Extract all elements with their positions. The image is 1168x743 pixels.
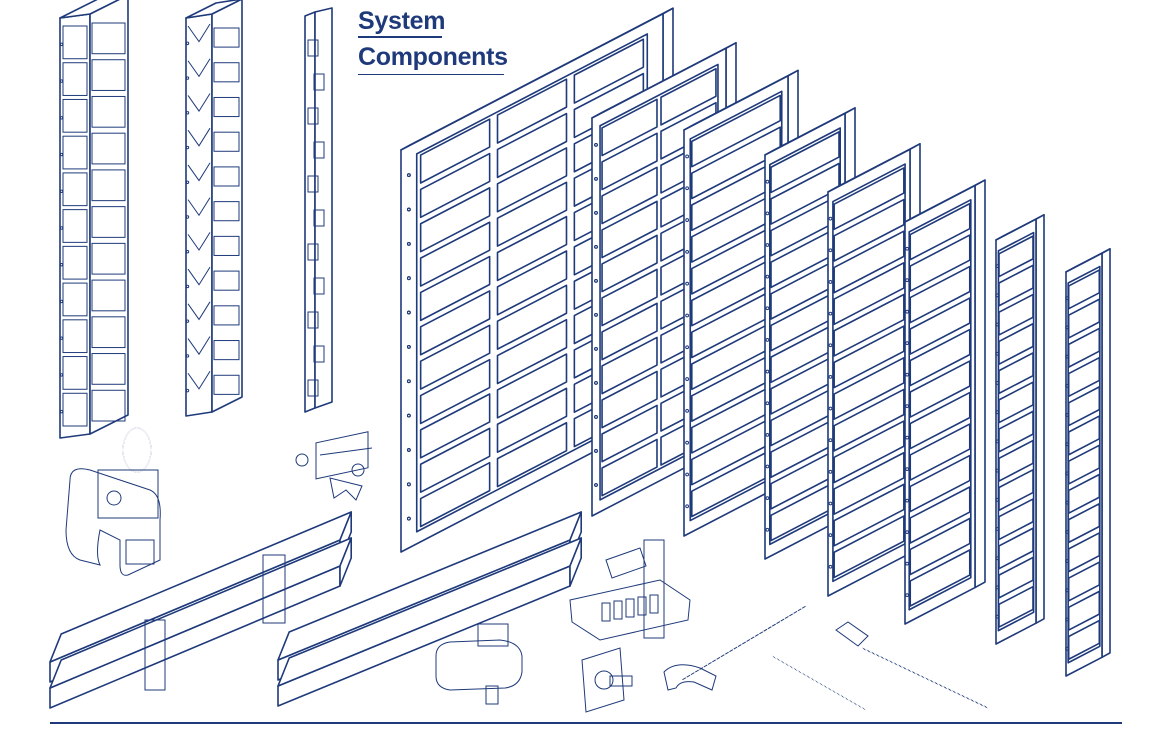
title-underline-1 <box>358 36 442 38</box>
title-underline-2 <box>358 73 504 75</box>
panel-medium-2 <box>683 69 799 537</box>
panel-narrow-2 <box>827 143 921 597</box>
panel-clamp <box>295 431 373 501</box>
hook-bolt <box>663 621 869 691</box>
alignment-clamp <box>569 539 691 641</box>
panel-narrow-1 <box>764 107 856 560</box>
tie-rod-2 <box>769 652 869 714</box>
title-line-2: Components <box>358 42 508 71</box>
panel-narrow-3 <box>904 179 986 625</box>
bottom-rule <box>50 722 1122 724</box>
wall-tie-plate <box>581 647 633 713</box>
filler-strip-1 <box>995 214 1045 645</box>
filler-strip-2 <box>1065 248 1111 677</box>
title-line-1: System <box>358 7 446 35</box>
tie-rod-1 <box>679 602 809 684</box>
inside-corner-post <box>59 0 129 439</box>
waler-beam-1 <box>49 511 353 709</box>
title-block: System Components <box>358 6 508 75</box>
waler-clamp <box>435 623 523 705</box>
waler-beam-2 <box>277 511 583 707</box>
outside-corner-post <box>185 0 243 417</box>
lifting-hook <box>65 427 161 576</box>
tie-rod-3 <box>859 644 991 712</box>
beam-clamps <box>144 554 286 691</box>
hinged-corner <box>304 7 333 413</box>
